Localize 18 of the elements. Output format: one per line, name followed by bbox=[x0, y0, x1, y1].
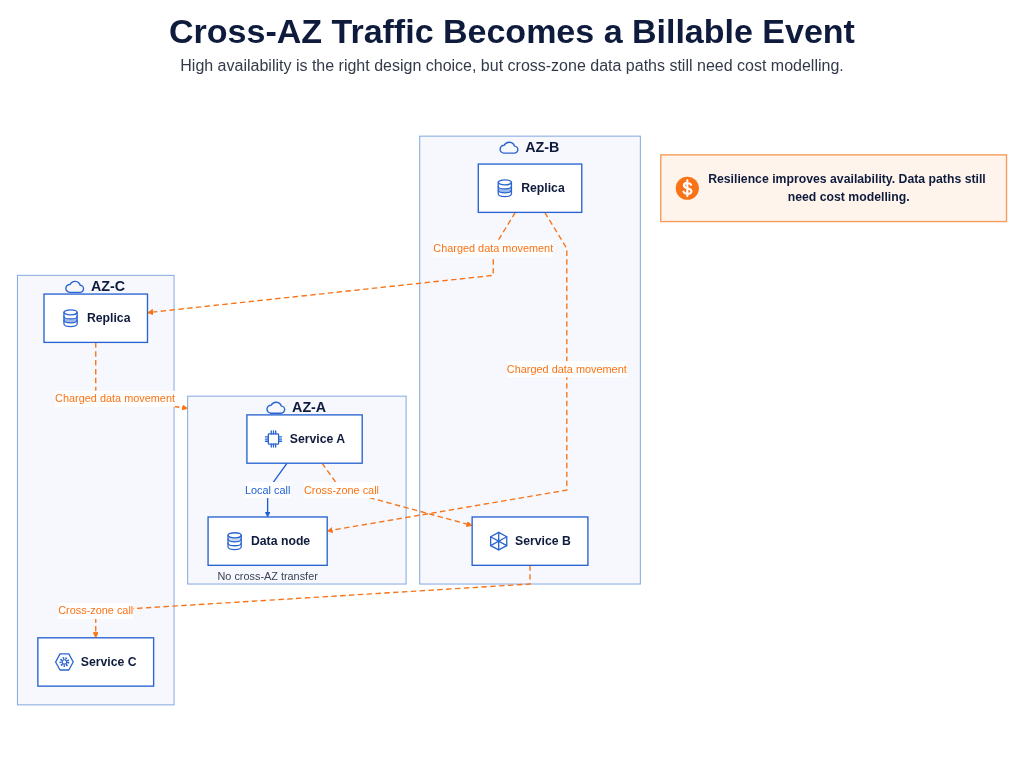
node-note: No cross-AZ transfer bbox=[217, 570, 318, 583]
node-box: Data node bbox=[207, 516, 328, 566]
node-box: Resilience improves availability. Data paths still need cost modelling. bbox=[660, 154, 1008, 223]
edge-label: Cross-zone call bbox=[303, 483, 380, 496]
arrow bbox=[92, 564, 531, 639]
edge-label: Charged data movement bbox=[55, 392, 175, 405]
subtitle: High availability is the right design choice, but cross-zone data paths still need cost modelling. bbox=[179, 57, 845, 75]
node-box: Service C bbox=[37, 637, 155, 687]
edge-label: Charged data movement bbox=[506, 363, 627, 375]
edge-label: Cross-zone call bbox=[58, 604, 134, 617]
edge-label: Local call bbox=[244, 483, 291, 496]
node-box: Replica bbox=[43, 293, 149, 344]
node-box: Service A bbox=[246, 414, 363, 464]
node-box: Service B bbox=[471, 516, 589, 566]
diagram-title: Cross-AZ Traffic Becomes a Billable Event bbox=[169, 12, 855, 51]
edge-label: Charged data movement bbox=[433, 242, 554, 254]
arrow bbox=[147, 211, 516, 316]
node-box: Replica bbox=[477, 163, 583, 214]
